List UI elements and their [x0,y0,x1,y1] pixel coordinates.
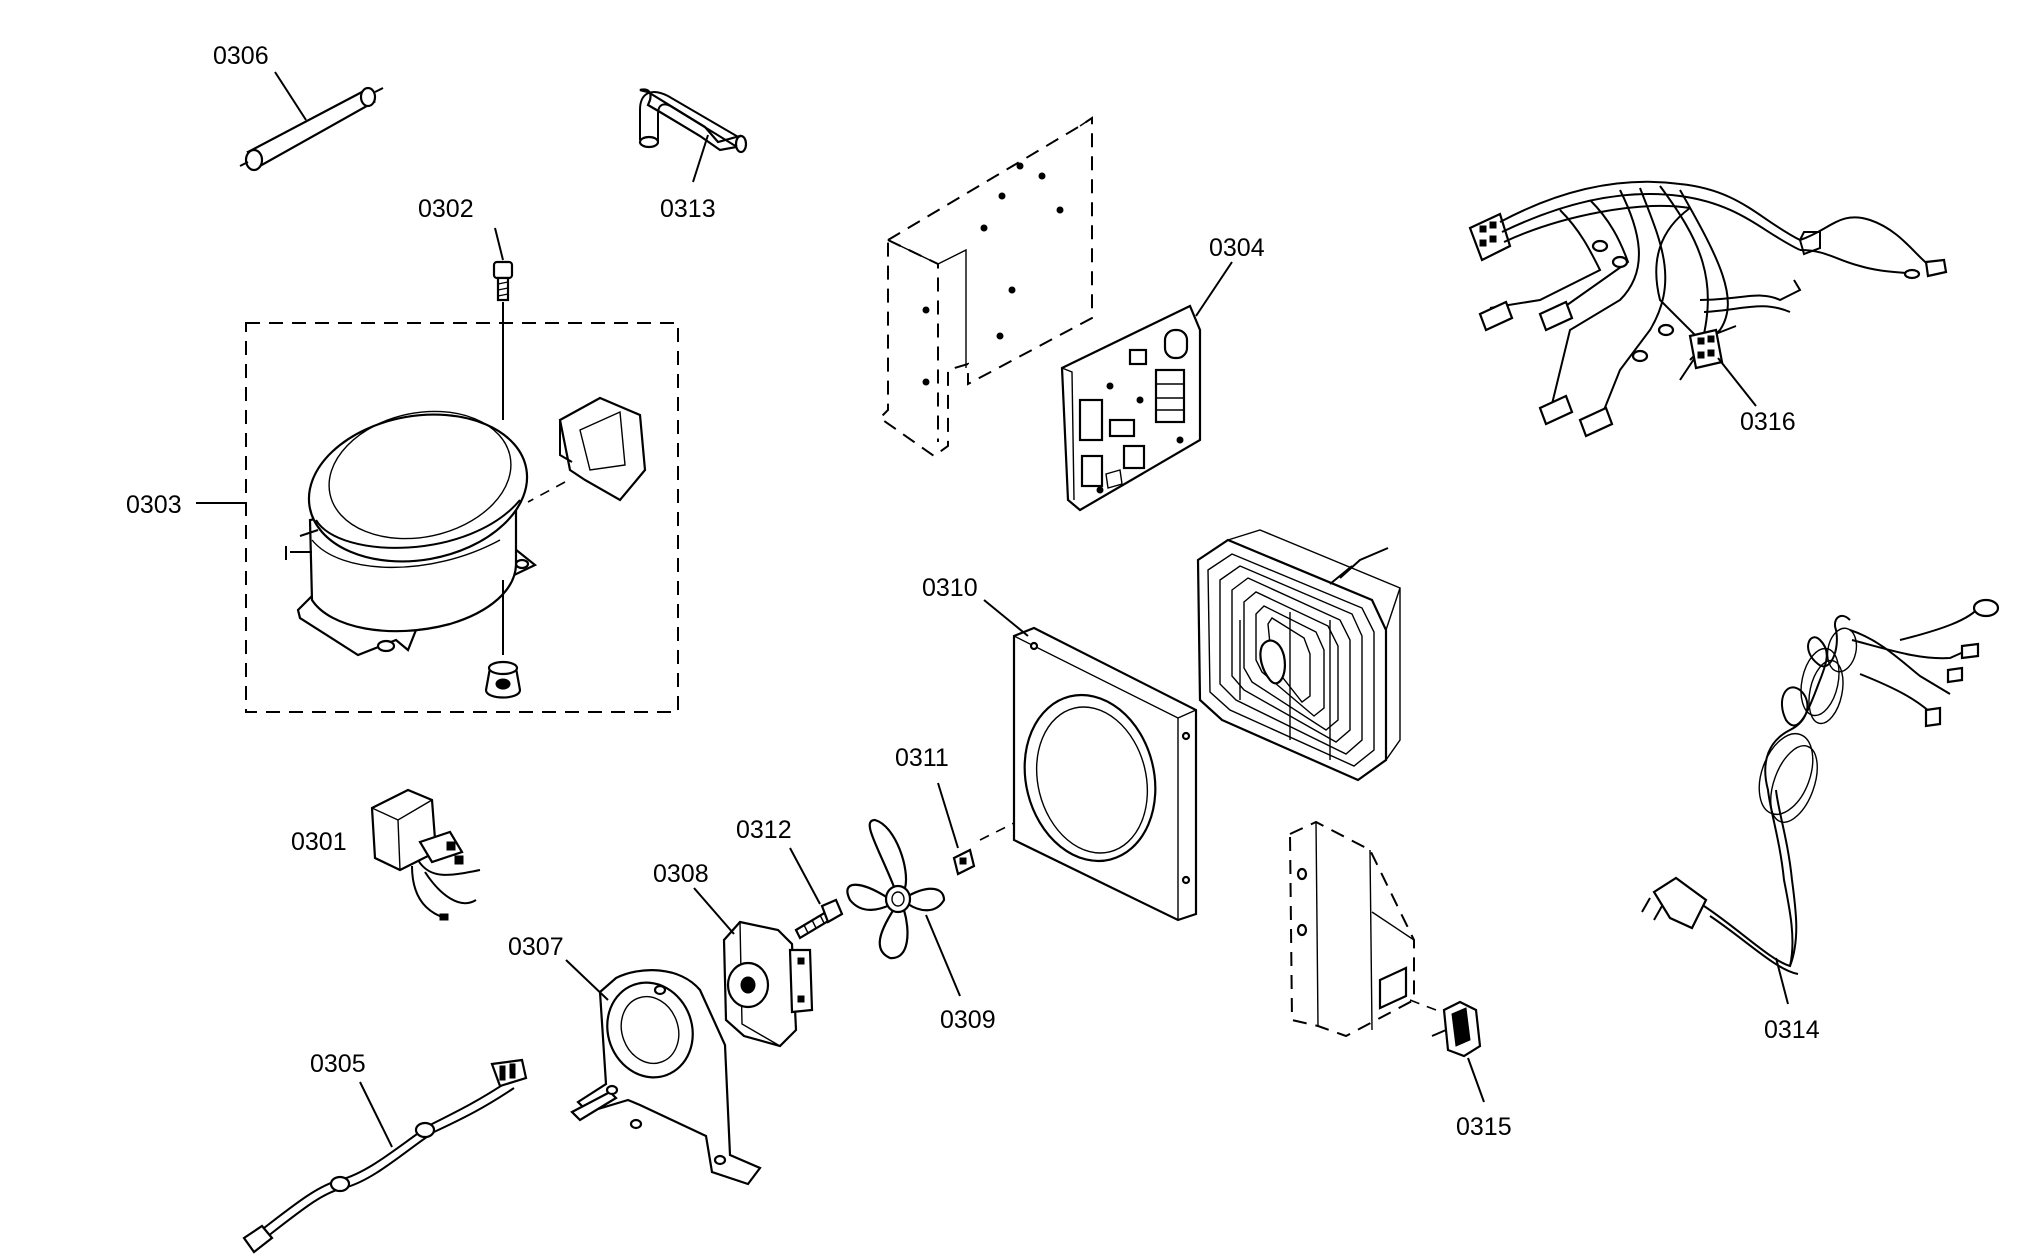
switch-bracket [1288,820,1415,1038]
condenser-coil [1196,529,1401,782]
leader-0308 [693,887,735,935]
label-0307: 0307 [508,933,564,961]
part-0309-fan-blade [846,818,946,960]
part-0315-switch [1431,1000,1482,1058]
label-0312: 0312 [736,816,792,844]
chassis-plate [878,116,1093,458]
part-0303-relay-bracket [527,396,647,503]
label-0306: 0306 [213,42,269,70]
leader-0305 [359,1081,393,1148]
leader-0310 [983,599,1029,637]
label-0304: 0304 [1209,234,1265,262]
label-0301: 0301 [291,828,347,856]
leader-0306 [274,71,307,121]
leader-0312 [789,847,821,905]
label-0316: 0316 [1740,408,1796,436]
leader-0315 [1467,1057,1485,1103]
label-0311: 0311 [895,744,949,772]
label-0303: 0303 [126,491,182,519]
part-0303-compressor [285,410,538,657]
label-0314: 0314 [1764,1016,1820,1044]
leader-0302 [494,227,504,261]
leader-0314 [1775,957,1789,1005]
leader-0311 [937,782,959,849]
label-0302: 0302 [418,195,474,223]
part-0301-relay [370,788,481,921]
part-0303-grommet [484,580,522,699]
switch-axis-line [1409,999,1437,1011]
label-0310: 0310 [922,574,978,602]
leader-0309 [925,914,961,997]
part-0316-wire-harness [1468,180,1948,438]
label-0308: 0308 [653,860,709,888]
part-0303-group-box [245,322,679,713]
leader-0304 [1195,261,1233,317]
label-0315: 0315 [1456,1113,1512,1141]
part-0311-clip [952,848,976,876]
leader-0313 [692,134,709,183]
leader-0307 [565,959,609,1001]
part-0302-screw [492,260,514,302]
part-0310-fan-shroud [1012,626,1198,922]
part-0308-fan-motor [722,920,814,1048]
part-0306-filter-drier [239,86,384,172]
part-0305-wire [242,1058,528,1254]
label-0305: 0305 [310,1050,366,1078]
label-0309: 0309 [940,1006,996,1034]
part-0304-control-board [1060,304,1202,512]
part-0313-bent-tube [638,88,748,154]
leader-0316 [1717,357,1757,407]
part-0307-fan-bracket [570,969,762,1186]
label-0313: 0313 [660,195,716,223]
part-0314-power-cord [1641,598,2000,975]
part-0312-screw [794,898,844,940]
